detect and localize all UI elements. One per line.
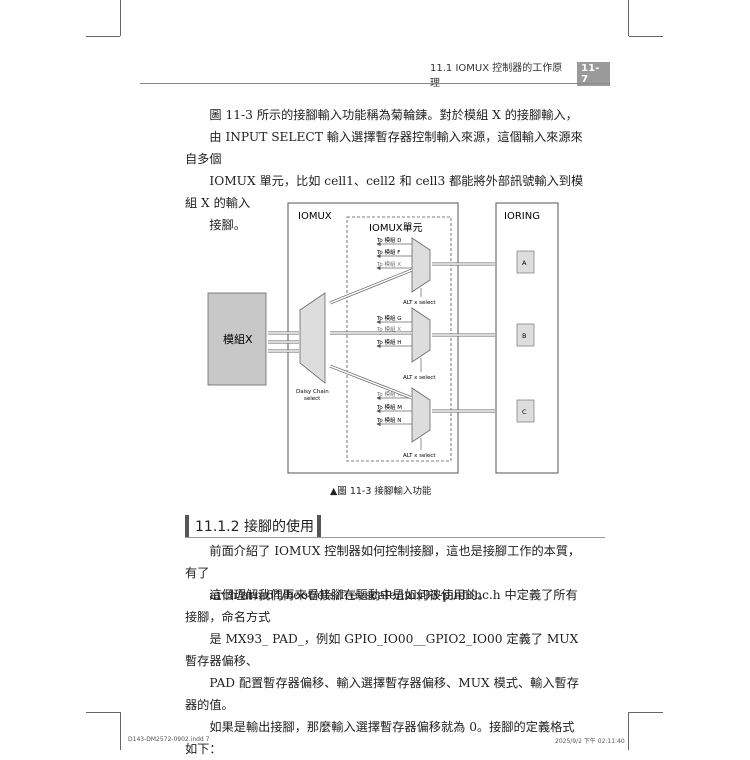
intro-line: 由 INPUT SELECT 輸入選擇暫存器控制輸入來源，這個輸入來源來自多個 bbox=[185, 130, 583, 166]
figure-caption: ▲圖 11-3 接腳輸入功能 bbox=[330, 486, 432, 497]
iomux-label: IOMUX bbox=[298, 211, 332, 222]
pad-label: B bbox=[522, 332, 526, 340]
iomux-unit-label: IOMUX單元 bbox=[369, 222, 423, 234]
pad-box bbox=[516, 323, 535, 347]
iomux-diagram: IOMUX IOMUX單元 IORING 模組X Daisy Chain sel… bbox=[207, 202, 559, 474]
body-paragraph-1: 前面介紹了 IOMUX 控制器如何控制接腳，這也是接腳工作的本質，有了 這個理解… bbox=[185, 540, 585, 606]
crop-mark bbox=[629, 712, 663, 713]
crop-mark bbox=[629, 36, 663, 37]
running-title: 11.1 IOMUX 控制器的工作原理 bbox=[430, 63, 563, 89]
alt-select-label: ALT x select bbox=[403, 375, 436, 381]
crop-mark bbox=[86, 712, 120, 713]
daisy-chain-label: select bbox=[304, 396, 321, 402]
page-number: 11-7 bbox=[577, 62, 610, 86]
intro-line: IOMUX 單元，比如 cell1、cell2 和 cell3 都能將外部訊號輸… bbox=[185, 174, 584, 210]
section-heading: 11.1.2 接腳的使用 bbox=[185, 515, 321, 537]
body-paragraph-2: arch/arm64/boot/dts/freescale/imx93-pinf… bbox=[185, 584, 585, 760]
crop-mark bbox=[120, 0, 121, 36]
mux-output-label: To 模組 H bbox=[376, 338, 401, 346]
crop-mark bbox=[628, 712, 629, 750]
mux-output-label: To 模組 N bbox=[376, 416, 401, 424]
footer-file-name: D143-DM2572-0902.indd 7 bbox=[128, 736, 210, 743]
mux-output-label: To 模組 M bbox=[376, 403, 402, 411]
alt-select-label: ALT x select bbox=[403, 453, 436, 459]
pad-label: C bbox=[522, 408, 527, 416]
mux-output-label: To 模組 F bbox=[376, 248, 400, 256]
iomux-unit-box bbox=[346, 216, 452, 462]
intro-line: 圖 11-3 所示的接腳輸入功能稱為菊輪鍊。對於模組 X 的接腳輸入， bbox=[209, 108, 578, 122]
intro-line: 接腳。 bbox=[209, 218, 246, 232]
body-line: arch/arm64/boot/dts/freescale/imx93-pinf… bbox=[185, 588, 578, 624]
mux-output-label: To 模組 X bbox=[376, 390, 401, 398]
body-line: 這個理解我們再來看接腳在驅動中是如何被使用的。 bbox=[209, 588, 490, 602]
mux-output-label: To 模組 X bbox=[376, 325, 401, 333]
mux-cell-1 bbox=[411, 237, 431, 293]
crop-mark bbox=[120, 712, 121, 750]
pad-label: A bbox=[522, 259, 527, 267]
alt-select-label: ALT x select bbox=[403, 300, 436, 306]
header-rule bbox=[140, 83, 610, 84]
daisy-chain-mux bbox=[299, 292, 326, 384]
body-line: 如果是輸出接腳，那麼輸入選擇暫存器偏移就為 0。接腳的定義格式如下： bbox=[185, 720, 575, 756]
crop-mark bbox=[86, 36, 120, 37]
footer-timestamp: 2025/9/2 下午 02:11:40 bbox=[555, 738, 625, 745]
running-header: 11.1 IOMUX 控制器的工作原理 11-7 bbox=[430, 62, 610, 89]
ioring-label: IORING bbox=[504, 211, 540, 222]
pad-box bbox=[516, 250, 535, 274]
mux-output-label: To 模組 D bbox=[376, 236, 402, 244]
pad-box bbox=[516, 399, 535, 423]
mux-output-label: To 模組 X bbox=[376, 260, 401, 268]
body-line: 前面介紹了 IOMUX 控制器如何控制接腳，這也是接腳工作的本質，有了 bbox=[185, 544, 581, 580]
intro-paragraph: 圖 11-3 所示的接腳輸入功能稱為菊輪鍊。對於模組 X 的接腳輸入， 由 IN… bbox=[185, 104, 585, 236]
body-line: 是 MX93_ PAD_，例如 GPIO_IO00__GPIO2_IO00 定義… bbox=[185, 632, 579, 668]
mux-output-label: To 模組 G bbox=[376, 314, 402, 322]
crop-mark bbox=[628, 0, 629, 36]
module-x-box bbox=[207, 292, 267, 386]
daisy-chain-label: Daisy Chain bbox=[296, 389, 329, 395]
section-rule bbox=[185, 537, 605, 538]
module-x-label: 模組X bbox=[223, 333, 253, 346]
mux-cell-2 bbox=[411, 307, 431, 363]
body-line: PAD 配置暫存器偏移、輸入選擇暫存器偏移、MUX 模式、輸入暫存器的值。 bbox=[185, 676, 579, 712]
